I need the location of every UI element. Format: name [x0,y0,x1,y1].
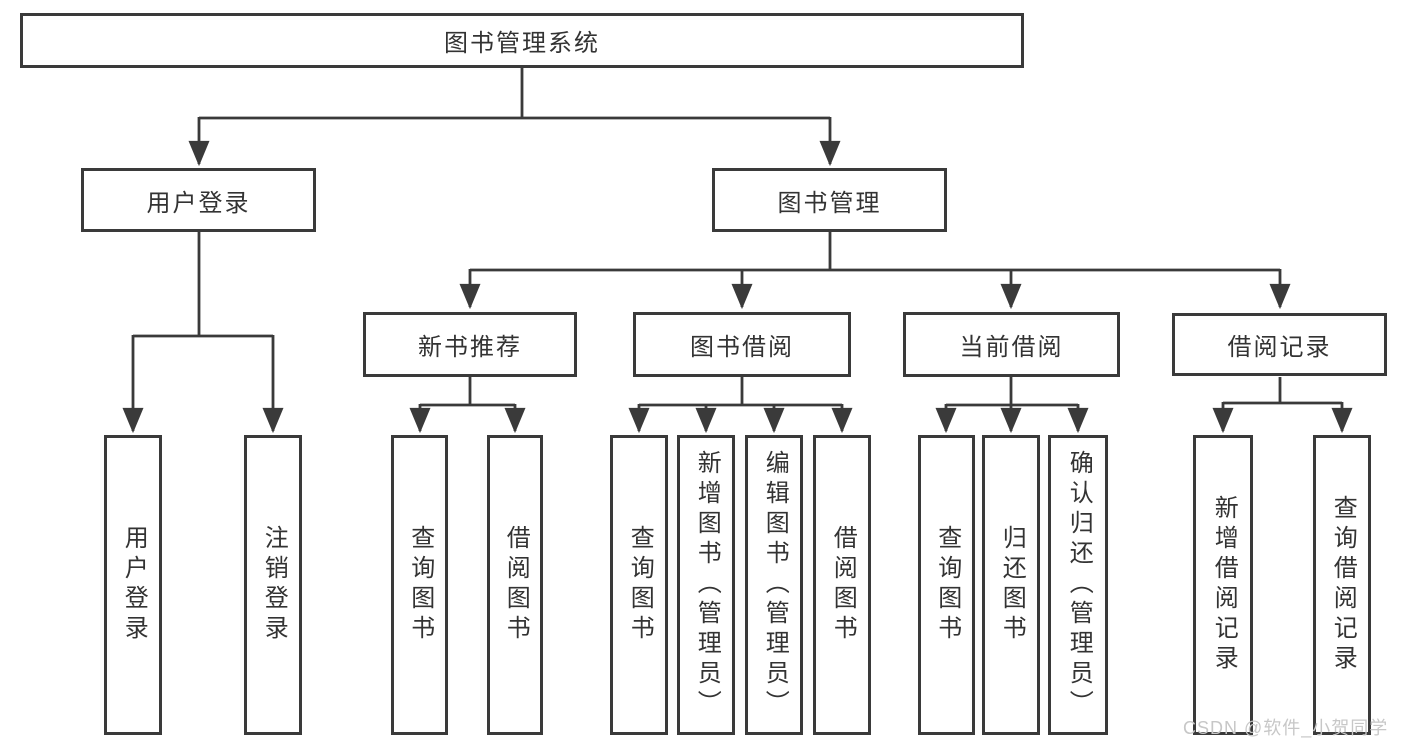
node-leaf-nbr-borrow-books: 借阅图书 [487,435,543,735]
node-root-label: 图书管理系统 [444,30,600,57]
node-leaf-bb-borrow-books-label: 借阅图书 [829,525,857,645]
node-user-login-branch: 用户登录 [81,168,316,232]
node-leaf-nbr-query-books: 查询图书 [391,435,448,735]
node-leaf-user-login-label: 用户登录 [120,525,148,645]
node-leaf-br-query-record: 查询借阅记录 [1313,435,1371,735]
node-leaf-bb-edit-books-admin-label: 编辑图书（管理员） [761,450,789,720]
connector-user-login-split [122,232,284,434]
node-leaf-br-add-record-label: 新增借阅记录 [1210,495,1238,675]
node-current-borrowing-label: 当前借阅 [959,334,1064,361]
node-book-management-branch-label: 图书管理 [777,189,882,217]
node-leaf-nbr-borrow-books-label: 借阅图书 [502,525,530,645]
node-leaf-bb-add-books-admin: 新增图书（管理员） [677,435,735,735]
watermark: CSDN @软件_小贺同学 [1183,718,1389,738]
node-root: 图书管理系统 [20,13,1024,68]
node-leaf-bb-query-books: 查询图书 [610,435,668,735]
connector-book-borrowing-split [628,377,853,434]
node-borrowing-records: 借阅记录 [1172,313,1387,376]
node-user-login-branch-label: 用户登录 [146,189,251,217]
node-leaf-cb-return-books: 归还图书 [982,435,1040,735]
node-leaf-cb-confirm-return-admin-label: 确认归还（管理员） [1065,450,1093,720]
connector-borrowing-records-split [1212,377,1353,434]
connector-root-split [188,68,841,167]
connector-current-borrowing-split [935,377,1089,434]
node-leaf-br-add-record: 新增借阅记录 [1193,435,1253,735]
node-current-borrowing: 当前借阅 [903,312,1120,377]
node-leaf-bb-edit-books-admin: 编辑图书（管理员） [745,435,803,735]
node-leaf-bb-borrow-books: 借阅图书 [813,435,871,735]
node-book-borrowing: 图书借阅 [633,312,851,377]
node-leaf-cb-return-books-label: 归还图书 [998,525,1026,645]
node-leaf-cb-query-books: 查询图书 [918,435,975,735]
node-leaf-bb-query-books-label: 查询图书 [626,525,654,645]
node-leaf-logout: 注销登录 [244,435,302,735]
node-book-management-branch: 图书管理 [712,168,947,232]
node-leaf-bb-add-books-admin-label: 新增图书（管理员） [693,450,721,720]
node-leaf-cb-confirm-return-admin: 确认归还（管理员） [1048,435,1108,735]
node-book-borrowing-label: 图书借阅 [690,334,794,361]
node-leaf-user-login: 用户登录 [104,435,162,735]
connector-book-management-split [459,232,1291,310]
node-new-book-recommend: 新书推荐 [363,312,577,377]
node-borrowing-records-label: 借阅记录 [1227,334,1332,361]
node-leaf-br-query-record-label: 查询借阅记录 [1329,495,1357,675]
node-leaf-logout-label: 注销登录 [260,525,288,645]
node-new-book-recommend-label: 新书推荐 [418,334,522,361]
node-leaf-nbr-query-books-label: 查询图书 [406,525,434,645]
connector-new-book-recommend-split [409,377,526,434]
node-leaf-cb-query-books-label: 查询图书 [933,525,961,645]
